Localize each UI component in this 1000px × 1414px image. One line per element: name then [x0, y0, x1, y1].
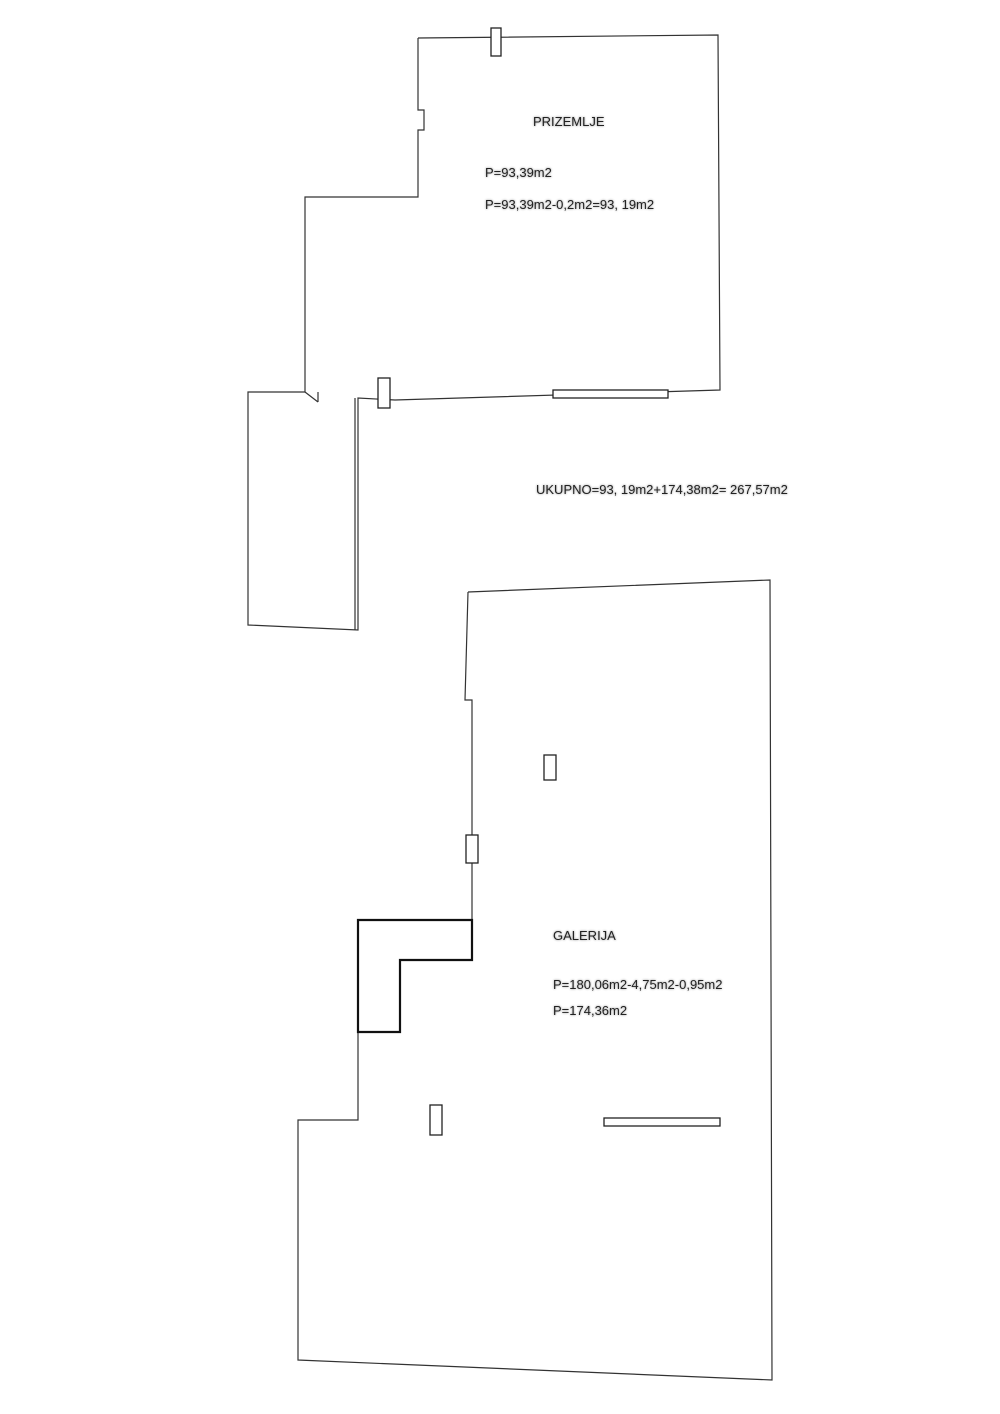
ground-floor-outline [247, 34, 721, 631]
beam [552, 389, 669, 399]
ground-floor-area: P=93,39m2 [485, 165, 552, 180]
gallery-area: P=174,36m2 [553, 1003, 628, 1018]
gallery-area-calc: P=180,06m2-4,75m2-0,95m2 [553, 977, 723, 992]
column [377, 377, 391, 409]
column [429, 1104, 443, 1136]
gallery-title: GALERIJA [553, 928, 616, 943]
stair-block [356, 918, 474, 1034]
beam [603, 1117, 721, 1127]
gallery-outline [297, 579, 773, 1381]
column [543, 754, 557, 781]
column [490, 27, 502, 57]
column [465, 834, 479, 864]
ground-floor-title: PRIZEMLJE [533, 114, 605, 129]
total-area: UKUPNO=93, 19m2+174,38m2= 267,57m2 [536, 482, 788, 497]
ground-floor-area-net: P=93,39m2-0,2m2=93, 19m2 [485, 197, 655, 212]
